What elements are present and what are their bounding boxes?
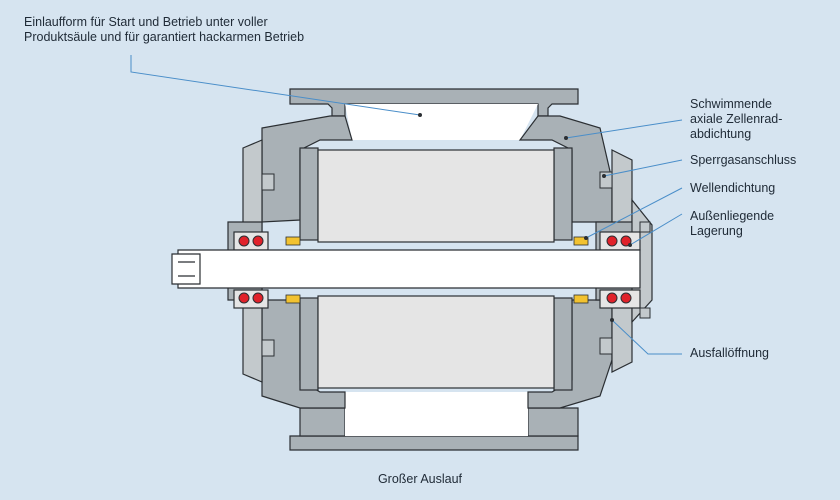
diagram-caption: Großer Auslauf bbox=[377, 472, 463, 486]
outlet-flange bbox=[289, 392, 579, 451]
leader-lines bbox=[130, 55, 683, 355]
label-shaft-seal: Wellendichtung bbox=[690, 181, 776, 195]
shaft-seals bbox=[285, 236, 589, 304]
shaft bbox=[171, 249, 641, 289]
label-external-bearing: Außenliegende Lagerung bbox=[690, 209, 775, 238]
label-sealing-gas-port: Sperrgasanschluss bbox=[690, 153, 797, 167]
label-intake-shape: Einlaufform für Start und Betrieb unter … bbox=[24, 15, 305, 44]
leader-dots bbox=[418, 113, 632, 322]
bearings bbox=[238, 235, 632, 304]
rotor bbox=[299, 147, 573, 391]
label-outlet-opening: Ausfallöffnung bbox=[690, 346, 769, 360]
label-floating-seal: Schwimmende axiale Zellenrad- abdichtung bbox=[690, 97, 783, 141]
bolts bbox=[261, 171, 651, 357]
inlet-flange bbox=[289, 88, 579, 140]
